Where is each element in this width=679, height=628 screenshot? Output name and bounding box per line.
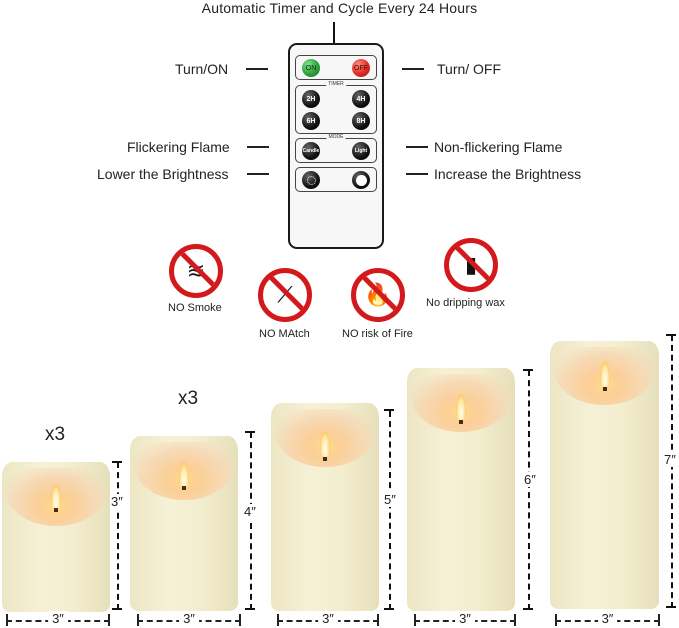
flame-icon	[51, 484, 61, 510]
candle-5-height: 7″	[664, 452, 676, 467]
callout-line	[406, 173, 428, 175]
headline: Automatic Timer and Cycle Every 24 Hours	[201, 0, 478, 16]
mode-group: MODE Candle Light	[295, 134, 377, 163]
callout-line	[246, 68, 268, 70]
candle-2-height: 4″	[244, 504, 256, 519]
height-dimension	[671, 335, 673, 608]
candle-6in	[407, 368, 515, 611]
timer-group: TIMER 2H 4H 6H 8H	[295, 81, 377, 134]
callout-flickering: Flickering Flame	[127, 139, 230, 155]
flame-icon	[599, 361, 610, 387]
callout-turn-off: Turn/ OFF	[437, 61, 502, 77]
height-dimension	[250, 432, 252, 610]
candle-4in	[130, 436, 238, 611]
safety-label-match: NO MAtch	[259, 328, 310, 340]
width-dimension: 3″	[6, 611, 110, 626]
power-group: ON OFF	[295, 55, 377, 80]
callout-lower-brightness: Lower the Brightness	[97, 166, 229, 182]
no-fire-icon: 🔥	[351, 268, 405, 322]
no-match-icon: ⟋	[258, 268, 312, 322]
candle-mode-button[interactable]: Candle	[302, 142, 320, 160]
candle-5in	[271, 403, 379, 611]
timer-6h-button[interactable]: 6H	[302, 112, 320, 130]
width-dimension: 3″	[414, 611, 516, 626]
increase-brightness-button[interactable]	[352, 171, 370, 189]
callout-line	[402, 68, 424, 70]
safety-label-wax: No dripping wax	[426, 297, 505, 309]
callout-line	[247, 173, 269, 175]
safety-label-smoke: NO Smoke	[168, 302, 222, 314]
on-button[interactable]: ON	[302, 59, 320, 77]
light-mode-button[interactable]: Light	[352, 142, 370, 160]
no-dripping-wax-icon: ▮	[444, 238, 498, 292]
off-button[interactable]: OFF	[352, 59, 370, 77]
timer-4h-button[interactable]: 4H	[352, 90, 370, 108]
brightness-group	[295, 167, 377, 192]
candle-1-quantity: x3	[45, 424, 66, 445]
width-dimension: 3″	[137, 611, 241, 626]
sun-dim-icon	[306, 175, 316, 185]
timer-group-label: TIMER	[326, 81, 346, 87]
callout-line	[406, 146, 428, 148]
safety-label-fire: NO risk of Fire	[342, 328, 413, 340]
width-dimension: 3″	[555, 611, 660, 626]
remote-control: ON OFF TIMER 2H 4H 6H 8H MODE Candle Lig…	[288, 43, 384, 249]
height-dimension	[528, 370, 530, 610]
callout-line	[247, 146, 269, 148]
candle-7in	[550, 341, 659, 609]
flame-icon	[456, 394, 466, 420]
timer-8h-button[interactable]: 8H	[352, 112, 370, 130]
no-smoke-icon: ≋	[169, 244, 223, 298]
candle-4-height: 6″	[524, 472, 536, 487]
lower-brightness-button[interactable]	[302, 171, 320, 189]
flame-icon	[320, 431, 330, 457]
candle-3-height: 5″	[384, 492, 396, 507]
timer-2h-button[interactable]: 2H	[302, 90, 320, 108]
flame-icon	[179, 462, 189, 488]
callout-increase-brightness: Increase the Brightness	[434, 166, 582, 182]
callout-turn-on: Turn/ON	[175, 61, 229, 77]
sun-bright-icon	[355, 174, 367, 186]
height-dimension	[389, 411, 391, 610]
width-dimension: 3″	[277, 611, 379, 626]
height-dimension	[117, 462, 119, 610]
candle-2-quantity: x3	[178, 388, 199, 409]
candle-1-height: 3″	[111, 494, 123, 509]
candle-3in	[2, 462, 110, 612]
mode-group-label: MODE	[326, 134, 346, 140]
callout-non-flickering: Non-flickering Flame	[434, 139, 563, 155]
